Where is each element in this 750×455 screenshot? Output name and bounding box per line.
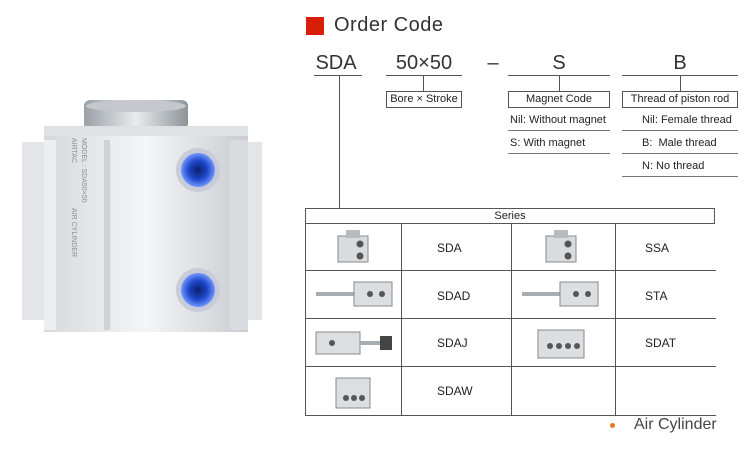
photo-sub: AIR CYLINDER (70, 208, 77, 257)
code-series: SDA (315, 52, 357, 74)
ssa-thumbnail (545, 230, 577, 263)
sdat-thumbnail (537, 329, 585, 359)
series-table: SDA SDAD SDAJ SDAW SSA STA SDAT (305, 224, 716, 416)
thread-option: Nil: Female thread (642, 114, 732, 126)
code-thread: B (673, 52, 687, 74)
series-label: SDAD (437, 289, 471, 303)
series-label: SSA (645, 241, 670, 255)
magnet-code-label: Magnet Code (508, 91, 610, 108)
photo-brand: AIRTAC (70, 138, 77, 163)
code-size: 50×50 (395, 52, 453, 74)
thread-option: N: No thread (642, 160, 705, 172)
series-label: STA (645, 289, 668, 303)
sda-thumbnail (337, 230, 369, 263)
thread-rod-label: Thread of piston rod (622, 91, 738, 108)
series-label: SDAW (437, 384, 473, 398)
photo-model: MODEL : SDA50×50 (80, 138, 87, 203)
sdaw-thumbnail (335, 377, 371, 409)
bullet-icon (610, 423, 615, 428)
page-title: Order Code (334, 14, 444, 36)
magnet-option: Nil: Without magnet (510, 114, 606, 126)
series-label: SDAJ (437, 336, 468, 350)
series-header: Series (305, 208, 715, 224)
series-label: SDA (437, 241, 462, 255)
title-marker (306, 17, 324, 35)
magnet-option: S: With magnet (510, 137, 586, 149)
sdad-thumbnail (316, 281, 393, 307)
thread-option: B: Male thread (642, 137, 717, 149)
code-dash: – (487, 52, 499, 74)
sta-thumbnail (522, 281, 599, 307)
air-cylinder-photo: AIRTAC MODEL : SDA50×50 AIR CYLINDER (22, 100, 262, 332)
series-label: SDAT (645, 336, 677, 350)
footer-label: Air Cylinder (634, 416, 717, 433)
code-magnet: S (552, 52, 566, 74)
sdaj-thumbnail (315, 331, 392, 355)
bore-stroke-label: Bore × Stroke (386, 91, 462, 108)
